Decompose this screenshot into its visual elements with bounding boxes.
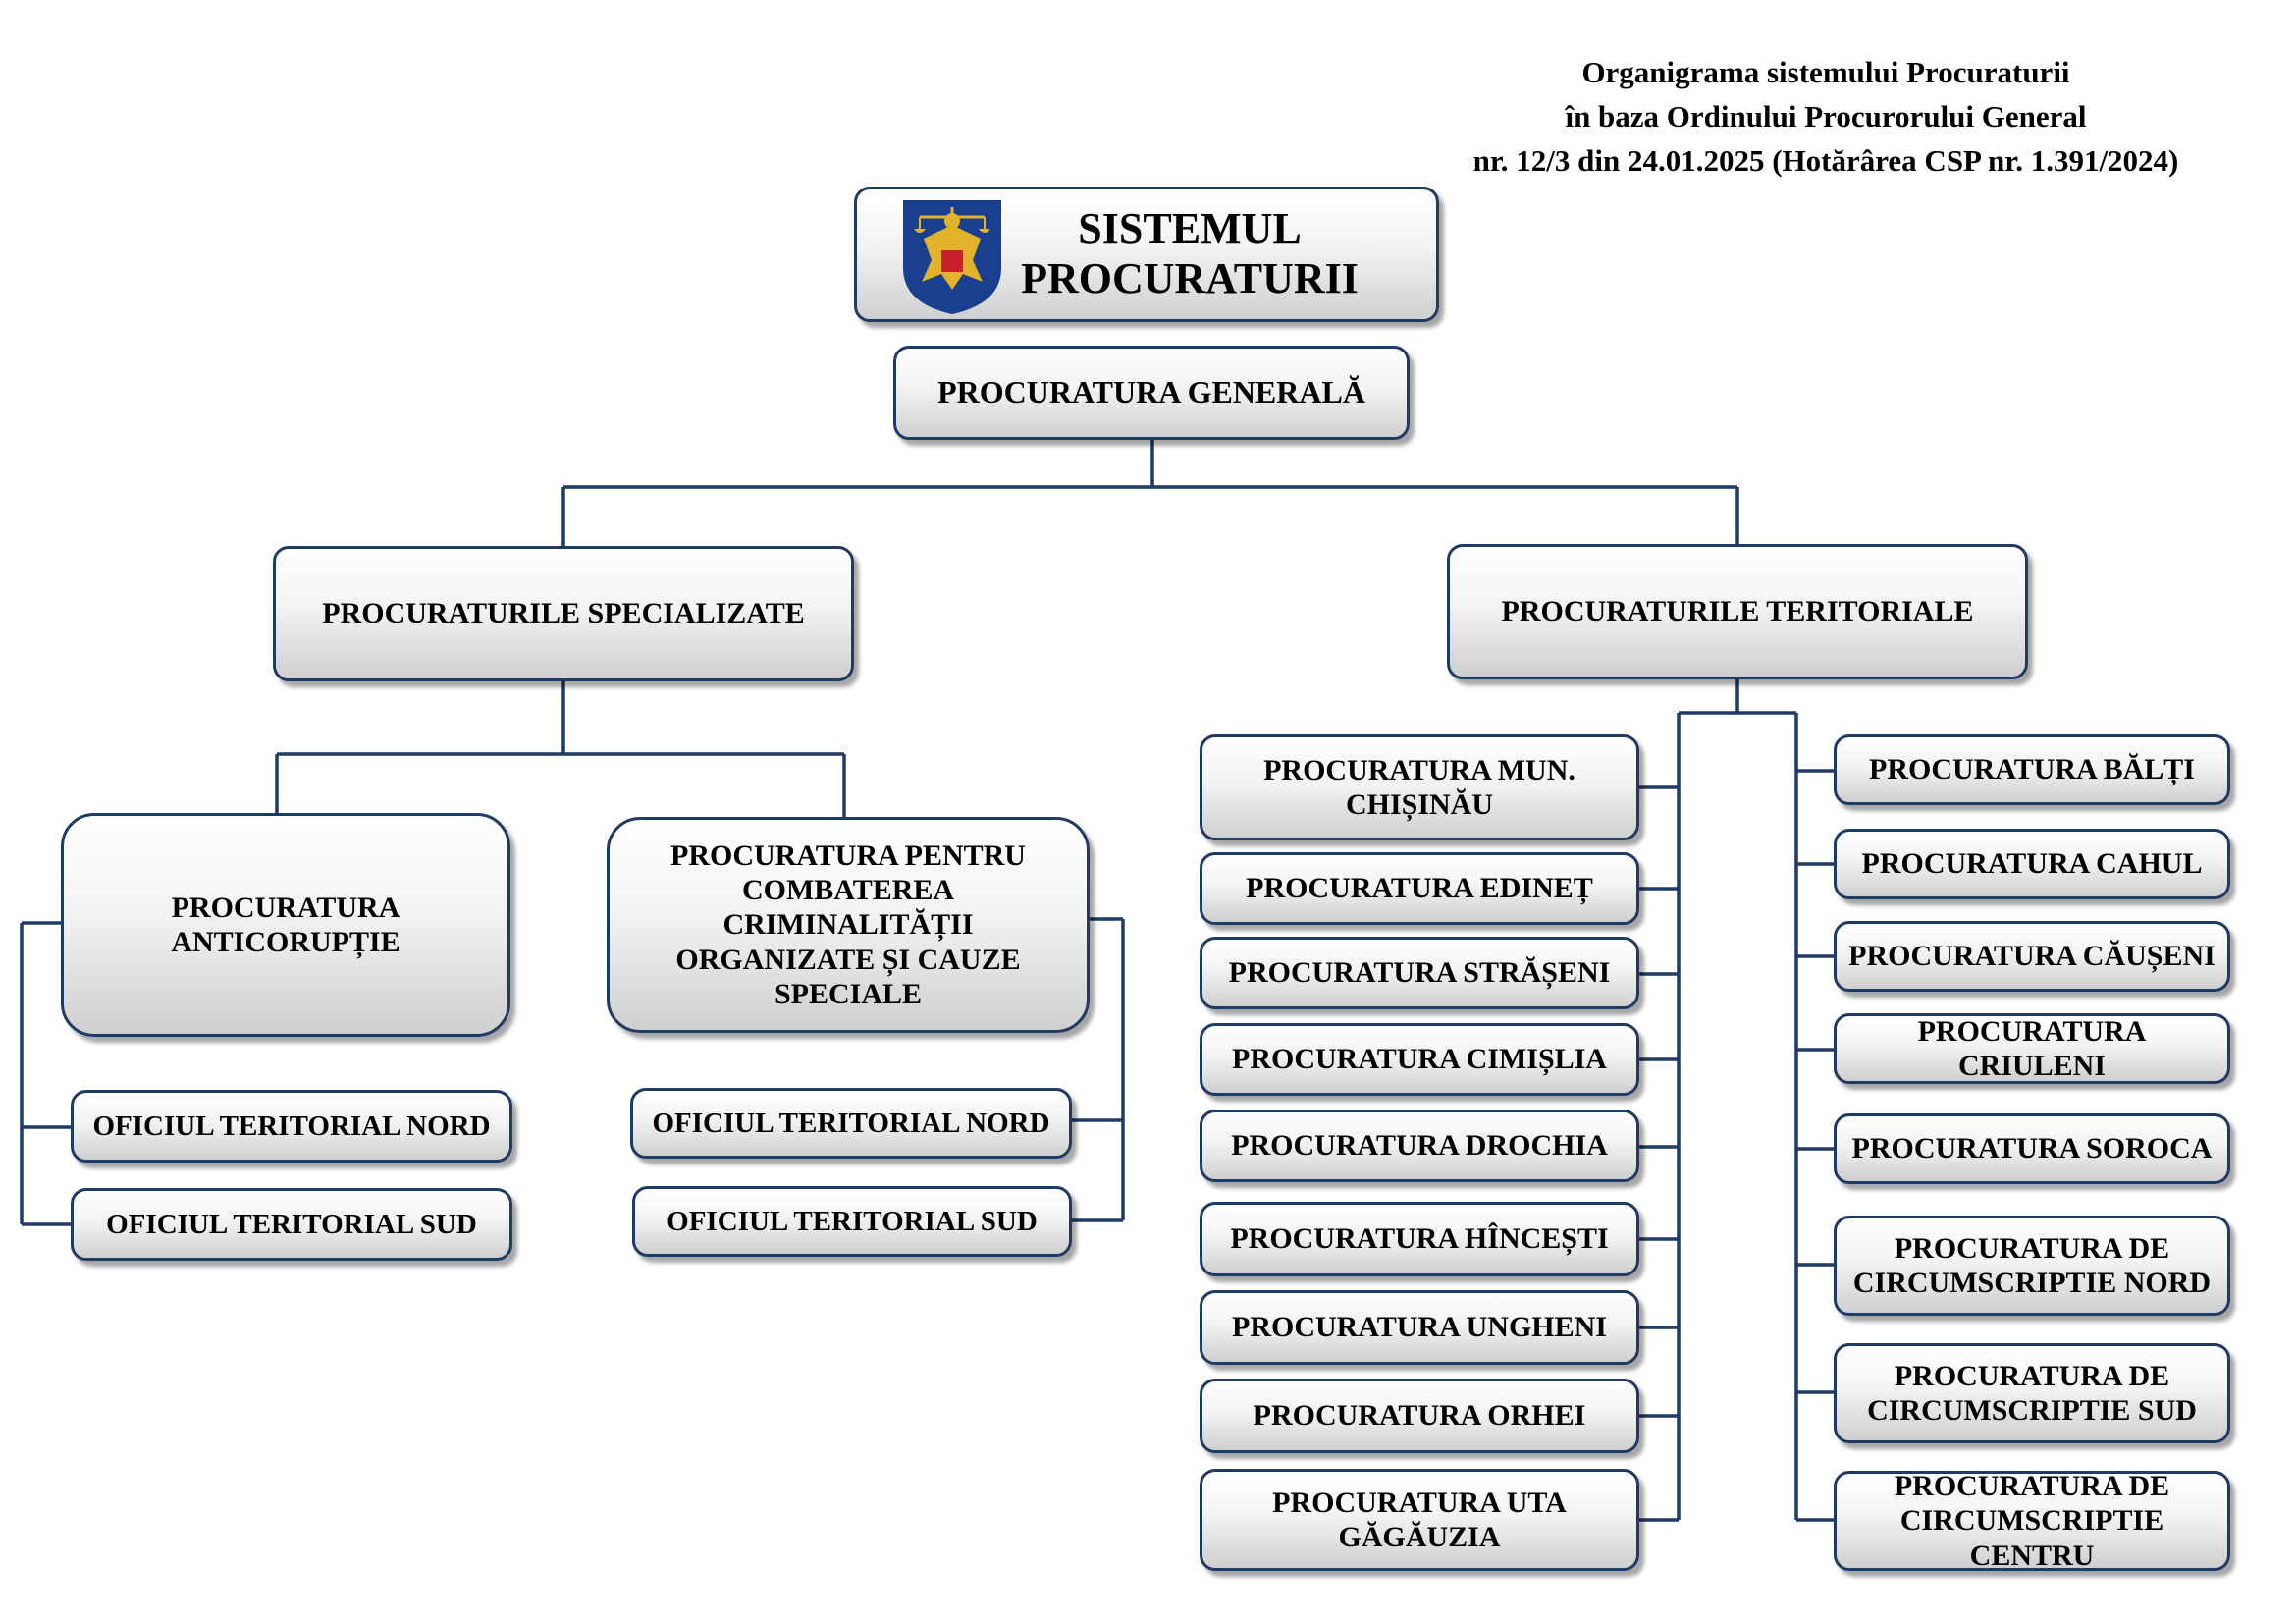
box-teritorial-right-5: PROCURATURA SOROCA — [1834, 1113, 2230, 1184]
root-box-sistemul-procuraturii: SISTEMUL PROCURATURII — [854, 187, 1439, 322]
box-teritorial-left-9: PROCURATURA UTA GĂGĂUZIA — [1200, 1469, 1639, 1571]
title-line-2: în baza Ordinului Procurorului General — [1565, 98, 2087, 134]
title-line-1: Organigrama sistemului Procuraturii — [1581, 55, 2070, 89]
box-teritorial-left-6: PROCURATURA HÎNCEȘTI — [1200, 1202, 1639, 1276]
box-teritorial-left-5: PROCURATURA DROCHIA — [1200, 1110, 1639, 1182]
box-teritorial-left-1: PROCURATURA MUN. CHIȘINĂU — [1200, 734, 1639, 840]
box-teritorial-left-8: PROCURATURA ORHEI — [1200, 1379, 1639, 1453]
root-label-line-2: PROCURATURII — [1021, 254, 1359, 302]
box-procuraturile-teritoriale: PROCURATURILE TERITORIALE — [1447, 544, 2028, 679]
box-procuratura-pccocs: PROCURATURA PENTRU COMBATEREA CRIMINALIT… — [607, 817, 1090, 1033]
box-teritorial-right-3: PROCURATURA CĂUȘENI — [1834, 921, 2230, 992]
box-pccocs-oficiul-nord: OFICIUL TERITORIAL NORD — [630, 1088, 1072, 1159]
box-teritorial-right-7: PROCURATURA DE CIRCUMSCRIPTIE SUD — [1834, 1343, 2230, 1443]
box-teritorial-right-6: PROCURATURA DE CIRCUMSCRIPTIE NORD — [1834, 1216, 2230, 1316]
box-teritorial-left-7: PROCURATURA UNGHENI — [1200, 1290, 1639, 1365]
root-label-line-1: SISTEMUL — [1078, 204, 1302, 253]
box-teritorial-right-2: PROCURATURA CAHUL — [1834, 829, 2230, 899]
box-teritorial-left-4: PROCURATURA CIMIȘLIA — [1200, 1023, 1639, 1096]
box-procuraturile-specializate: PROCURATURILE SPECIALIZATE — [273, 546, 854, 681]
box-pccocs-oficiul-sud: OFICIUL TERITORIAL SUD — [632, 1186, 1072, 1257]
root-label: SISTEMUL PROCURATURII — [1021, 204, 1359, 303]
box-anticoruptie-oficiul-nord: OFICIUL TERITORIAL NORD — [71, 1090, 512, 1163]
coat-of-arms-icon — [903, 200, 1001, 315]
box-teritorial-left-2: PROCURATURA EDINEȚ — [1200, 852, 1639, 925]
box-anticoruptie-oficiul-sud: OFICIUL TERITORIAL SUD — [71, 1188, 512, 1261]
chart-title: Organigrama sistemului Procuraturii în b… — [1335, 51, 2296, 184]
box-procuratura-anticoruptie: PROCURATURA ANTICORUPȚIE — [61, 813, 510, 1037]
title-line-3: nr. 12/3 din 24.01.2025 (Hotărârea CSP n… — [1472, 142, 2179, 178]
box-teritorial-right-8: PROCURATURA DE CIRCUMSCRIPTIE CENTRU — [1834, 1470, 2230, 1572]
box-procuratura-generala: PROCURATURA GENERALĂ — [893, 346, 1410, 440]
box-teritorial-right-4: PROCURATURA CRIULENI — [1834, 1013, 2230, 1084]
box-teritorial-left-3: PROCURATURA STRĂȘENI — [1200, 937, 1639, 1009]
box-teritorial-right-1: PROCURATURA BĂLȚI — [1834, 734, 2230, 805]
